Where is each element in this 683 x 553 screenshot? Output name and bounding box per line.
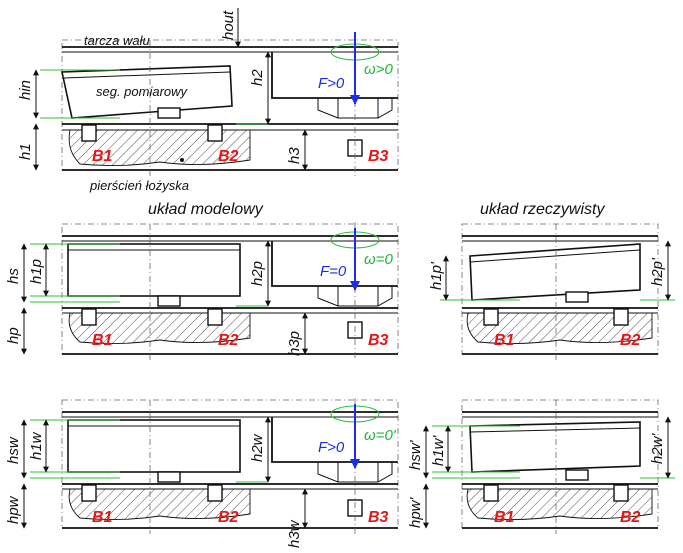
bearing-b1-bottom-real: B1 bbox=[494, 509, 515, 526]
dim-hs: hs bbox=[5, 268, 22, 284]
force-label-model: F=0 bbox=[320, 263, 347, 280]
dim-h2p: h2p bbox=[249, 261, 266, 286]
dim-h2w: h2w bbox=[249, 433, 266, 462]
dim-h2p-prime: h2p' bbox=[649, 257, 666, 286]
panel-real: B1 B2 h1p' h2p' bbox=[428, 223, 675, 360]
dim-hpw: hpw bbox=[5, 495, 22, 524]
dim-hsw-prime: hsw' bbox=[407, 439, 424, 470]
dim-h1: h1 bbox=[17, 143, 34, 160]
bearing-b1-top: B1 bbox=[92, 148, 113, 165]
caption-real: układ rzeczywisty bbox=[480, 201, 605, 218]
ring-label: pierścień łożyska bbox=[89, 178, 189, 193]
dim-h3p: h3p bbox=[286, 331, 303, 356]
bearing-b1-bottom: B1 bbox=[92, 509, 113, 526]
force-label-top: F>0 bbox=[318, 75, 345, 92]
dim-h2w-prime: h2w' bbox=[649, 432, 666, 464]
bearing-b3-model: B3 bbox=[368, 332, 389, 349]
panel-model: F=0 ω=0 B1 B2 B3 hs h1p hp h2p h3p bbox=[5, 222, 399, 360]
dim-h1w: h1w bbox=[28, 431, 45, 460]
dim-h1p-prime: h1p' bbox=[428, 261, 445, 290]
bearing-b2-bottom: B2 bbox=[218, 509, 239, 526]
omega-label-bottom: ω=0' bbox=[364, 427, 397, 444]
force-label-bottom: F>0 bbox=[318, 439, 345, 456]
segment-label: seg. pomiarowy bbox=[96, 84, 189, 99]
dim-h2: h2 bbox=[249, 69, 266, 86]
dim-hin: hin bbox=[17, 80, 34, 100]
omega-label-model: ω=0 bbox=[364, 251, 393, 268]
bearing-b1-real: B1 bbox=[494, 332, 515, 349]
dim-h3w: h3w bbox=[286, 519, 303, 548]
panel-bottom-right: B1 B2 hsw' h1w' hpw' h2w' bbox=[407, 399, 675, 534]
bearing-ring bbox=[68, 129, 251, 167]
caption-model: układ modelowy bbox=[148, 201, 264, 218]
bearing-b2-top: B2 bbox=[218, 148, 239, 165]
dim-h1p: h1p bbox=[28, 259, 45, 284]
shaft-disk-label: tarcza wału bbox=[84, 33, 150, 48]
panel-bottom-left: F>0 ω=0' B1 B2 B3 hsw h1w hpw h2w h3w bbox=[5, 398, 399, 548]
bearing-b3-top: B3 bbox=[368, 148, 389, 165]
dim-h1w-prime: h1w' bbox=[430, 434, 447, 466]
bearing-b2-model: B2 bbox=[218, 332, 239, 349]
measuring-segment bbox=[61, 65, 233, 119]
dim-hp: hp bbox=[5, 327, 22, 344]
bearing-b2-bottom-real: B2 bbox=[620, 509, 641, 526]
bearing-b1-model: B1 bbox=[92, 332, 113, 349]
dim-hsw: hsw bbox=[5, 436, 22, 464]
bearing-b2-real: B2 bbox=[620, 332, 641, 349]
dim-hout: hout bbox=[220, 10, 237, 40]
bearing-b3-bottom: B3 bbox=[368, 509, 389, 526]
omega-label-top: ω>0 bbox=[364, 61, 393, 78]
dim-h3: h3 bbox=[286, 147, 303, 164]
panel-top: F>0 ω>0 tarcza wału seg. pomiarowy pierś… bbox=[17, 8, 399, 193]
dim-hpw-prime: hpw' bbox=[407, 496, 424, 528]
